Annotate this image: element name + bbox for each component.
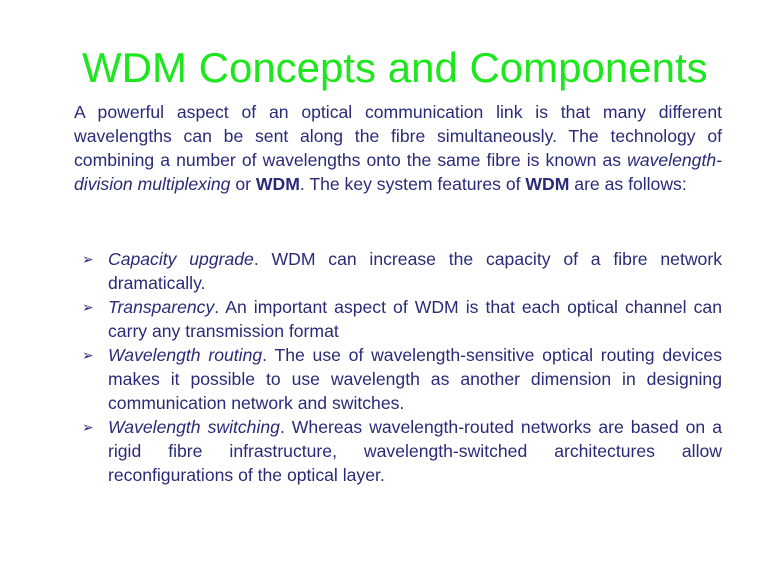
intro-bold-wdm: WDM [255,174,300,194]
intro-bold-wdm: WDM [525,174,570,194]
feature-term: Capacity upgrade [108,249,254,269]
arrowhead-bullet-icon: ➢ [82,347,94,363]
intro-text: are as follows: [569,174,687,194]
feature-text: . The use of wavelength-sensitive optica… [108,345,722,413]
list-item: ➢ Wavelength routing. The use of wavelen… [82,343,722,415]
intro-text: A powerful aspect of an optical communic… [74,102,722,170]
list-item: ➢ Transparency. An important aspect of W… [82,295,722,343]
feature-list: ➢ Capacity upgrade. WDM can increase the… [82,247,722,487]
intro-paragraph: A powerful aspect of an optical communic… [74,100,722,196]
slide-title: WDM Concepts and Components [82,44,708,91]
list-item: ➢ Capacity upgrade. WDM can increase the… [82,247,722,295]
feature-term: Wavelength routing [108,345,263,365]
intro-text: or [230,174,256,194]
intro-text: . The key system features of [299,174,526,194]
feature-text: . WDM can increase the capacity of a fib… [108,249,722,293]
feature-term: Wavelength switching [108,417,280,437]
arrowhead-bullet-icon: ➢ [82,299,94,315]
feature-text: . An important aspect of WDM is that eac… [108,297,722,341]
intro-italic-term: wavelength-division multiplexing [74,150,722,194]
arrowhead-bullet-icon: ➢ [82,251,94,267]
feature-term: Transparency [108,297,215,317]
arrowhead-bullet-icon: ➢ [82,419,94,435]
feature-text: . Whereas wavelength-routed networks are… [108,417,722,485]
list-item: ➢ Wavelength switching. Whereas waveleng… [82,415,722,487]
